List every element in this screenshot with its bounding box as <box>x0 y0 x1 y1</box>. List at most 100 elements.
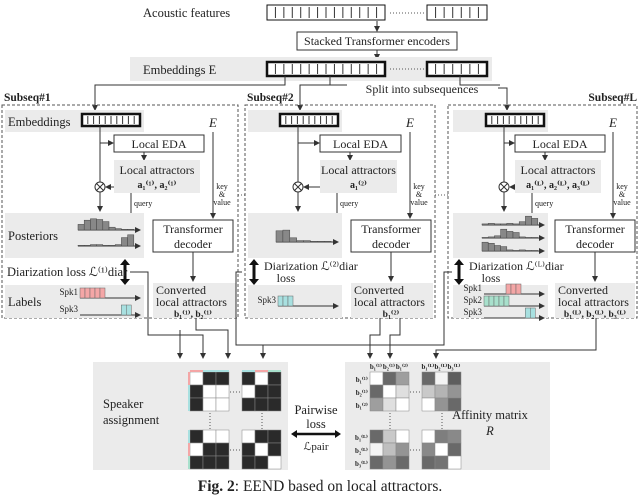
affinity-cell <box>434 455 449 470</box>
subsequence-title: Subseq#L <box>588 92 637 104</box>
query-label: query <box>134 199 152 208</box>
speaker-activity-cell <box>530 307 536 319</box>
speaker-activity-cell <box>84 287 91 299</box>
transformer-decoder-label: Transformer <box>565 222 625 236</box>
speaker-activity-cell <box>488 295 495 307</box>
speaker-assignment-cell <box>241 371 256 386</box>
affinity-column-label: b₂⁽ᴸ⁾ <box>435 363 448 371</box>
affinity-cell <box>382 442 397 457</box>
pairwise-loss-label: loss <box>306 417 326 431</box>
local-attractors-label: Local attractors <box>120 163 195 177</box>
transformer-decoder-label: decoder <box>174 237 212 251</box>
speaker-activity-cell <box>121 304 127 316</box>
speaker-activity-cell <box>493 295 500 307</box>
speaker-color-strip <box>188 372 190 385</box>
connector-arrow <box>459 76 500 86</box>
converted-attractors-label: local attractors <box>156 295 227 309</box>
key-label: key <box>216 182 228 191</box>
posterior-bar <box>500 246 508 252</box>
pairwise-loss-label: Pairwise <box>294 403 338 417</box>
connector-arrow <box>195 318 231 359</box>
converted-attractors-label: Converted <box>156 283 206 297</box>
affinity-column-label: b₃⁽ᴸ⁾ <box>448 363 461 371</box>
e-input-label: E <box>208 115 217 130</box>
speaker-assignment-cell <box>254 442 269 457</box>
affinity-cell <box>369 442 384 457</box>
posterior-bar <box>77 245 85 247</box>
multiply-icon-stroke <box>96 183 104 191</box>
speaker-assignment-cell <box>189 371 204 386</box>
affinity-cell <box>369 371 384 386</box>
posterior-bar <box>500 228 508 239</box>
affinity-cell <box>434 429 449 444</box>
speaker-label: Spk3 <box>463 307 482 317</box>
speaker-assignment-cell <box>267 442 282 457</box>
posterior-bar <box>525 237 532 239</box>
value-label: value <box>410 198 428 207</box>
affinity-cell <box>447 397 462 412</box>
speaker-activity-cell <box>498 295 505 307</box>
transformer-decoder-box <box>350 219 432 253</box>
double-arrow-icon <box>291 430 341 438</box>
posterior-bar <box>487 223 495 226</box>
speaker-assignment-cell <box>254 429 269 444</box>
posterior-bar <box>506 223 514 226</box>
affinity-cell <box>395 384 410 399</box>
affinity-cell <box>369 429 384 444</box>
affinity-column-label: b₁⁽ᴸ⁾ <box>422 363 435 371</box>
subsequence-title: Subseq#2 <box>247 92 294 104</box>
converted-attractor-symbols: b₁⁽¹⁾, b₂⁽¹⁾ <box>174 309 212 320</box>
transformer-decoder-box <box>152 219 234 253</box>
speaker-assignment-cell <box>215 455 230 470</box>
speaker-color-strip <box>268 370 281 372</box>
affinity-cell <box>395 429 410 444</box>
affinity-cell <box>382 397 397 412</box>
speaker-activity-cell <box>525 307 531 319</box>
converted-attractors-label: Converted <box>558 283 608 297</box>
speaker-assignment-cell <box>254 455 269 470</box>
affinity-matrix-label: Affinity matrix <box>452 408 529 422</box>
affinity-row-label: b₁⁽²⁾ <box>356 402 368 410</box>
posterior-bar <box>108 226 116 231</box>
posterior-bar <box>525 215 532 226</box>
affinity-cell <box>447 429 462 444</box>
local-attractors-bg <box>114 160 200 193</box>
speaker-assignment-label: Speaker <box>103 397 144 411</box>
posterior-bar <box>323 241 332 243</box>
ampersand-label: & <box>219 190 226 199</box>
posterior-bar <box>487 243 495 252</box>
speaker-assignment-cell <box>189 442 204 457</box>
pairwise-loss-symbol: ℒpair <box>303 441 328 453</box>
speaker-assignment-cell <box>215 442 230 457</box>
e-input-label: E <box>405 115 414 130</box>
posterior-bar <box>481 237 489 239</box>
affinity-cell <box>434 442 449 457</box>
posterior-bar <box>114 244 122 247</box>
speaker-assignment-cell <box>241 384 256 399</box>
speaker-color-strip <box>188 430 190 443</box>
connector-arrow <box>498 87 510 111</box>
affinity-matrix-label: R <box>485 424 494 438</box>
affinity-cell <box>382 429 397 444</box>
connector-arrow <box>263 271 452 346</box>
diarization-loss-label: Diarization loss ℒ⁽¹⁾diar <box>7 265 128 279</box>
embeddings-e-label: Embeddings E <box>143 63 217 77</box>
speaker-assignment-cell <box>215 429 230 444</box>
local-eda-box <box>319 134 402 153</box>
speaker-assignment-cell <box>241 429 256 444</box>
posterior-bar <box>303 240 311 243</box>
speaker-label: Spk3 <box>257 295 276 305</box>
affinity-cell <box>369 384 384 399</box>
posteriors-bg <box>248 213 342 258</box>
speaker-activity-cell <box>94 287 101 299</box>
transformer-decoder-label: decoder <box>576 237 614 251</box>
converted-attractor-symbols: b₁⁽²⁾ <box>383 309 400 320</box>
affinity-cell <box>395 455 410 470</box>
posterior-bar <box>102 221 110 231</box>
transformer-decoder-label: decoder <box>372 237 410 251</box>
speaker-color-strip <box>188 385 190 411</box>
affinity-cell <box>421 429 436 444</box>
speaker-assignment-cell <box>202 384 217 399</box>
converted-attractors-label: local attractors <box>354 295 425 309</box>
speaker-label: Spk1 <box>463 283 482 293</box>
